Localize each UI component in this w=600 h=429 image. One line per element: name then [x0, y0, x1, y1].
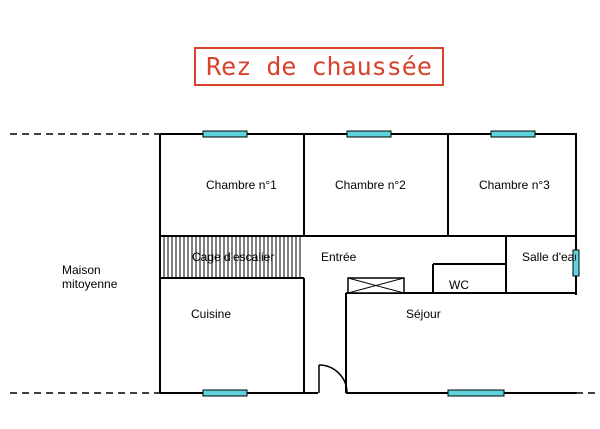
sejour-east-edge [575, 295, 578, 392]
room-sejour: Séjour [406, 307, 441, 321]
chimney-box [347, 277, 405, 294]
room-chambre-1: Chambre n°1 [206, 178, 277, 192]
window-chambre2 [346, 130, 392, 138]
room-wc: WC [449, 278, 469, 292]
neighbor-label-line2: mitoyenne [62, 277, 118, 291]
window-chambre3 [490, 130, 536, 138]
staircase-steps [162, 237, 303, 277]
window-cuisine [202, 389, 248, 397]
room-chambre-2: Chambre n°2 [335, 178, 406, 192]
windows [202, 130, 580, 397]
entrance-door [318, 364, 348, 394]
room-entree: Entrée [321, 250, 357, 264]
window-chambre1 [202, 130, 248, 138]
window-salle-eau [572, 249, 580, 277]
room-cage-escalier: Cage d'escalier [192, 250, 274, 264]
room-salle-eau: Salle d'eau [522, 250, 581, 264]
neighbor-label-line1: Maison [62, 263, 101, 277]
page-title: Rez de chaussée [206, 52, 432, 81]
room-chambre-3: Chambre n°3 [479, 178, 550, 192]
window-sejour-bottom [447, 389, 505, 397]
room-cuisine: Cuisine [191, 307, 231, 321]
title-box: Rez de chaussée [194, 47, 444, 86]
